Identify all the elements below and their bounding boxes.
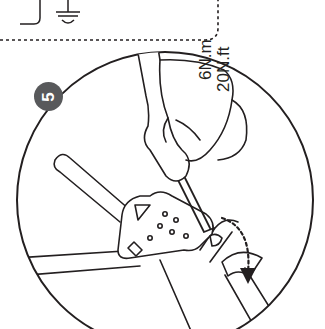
dashed-callout [0, 0, 218, 40]
part-icon [20, 0, 40, 24]
zoom-circle [17, 52, 313, 329]
step-number: 5 [39, 92, 59, 101]
step-badge: 5 [34, 82, 63, 111]
frame-drawing [15, 0, 290, 329]
torque-value: 20N.ft [215, 47, 232, 92]
arrow-head [240, 268, 256, 284]
torque-value: 6N.m [197, 39, 214, 80]
part-icon [56, 0, 80, 23]
